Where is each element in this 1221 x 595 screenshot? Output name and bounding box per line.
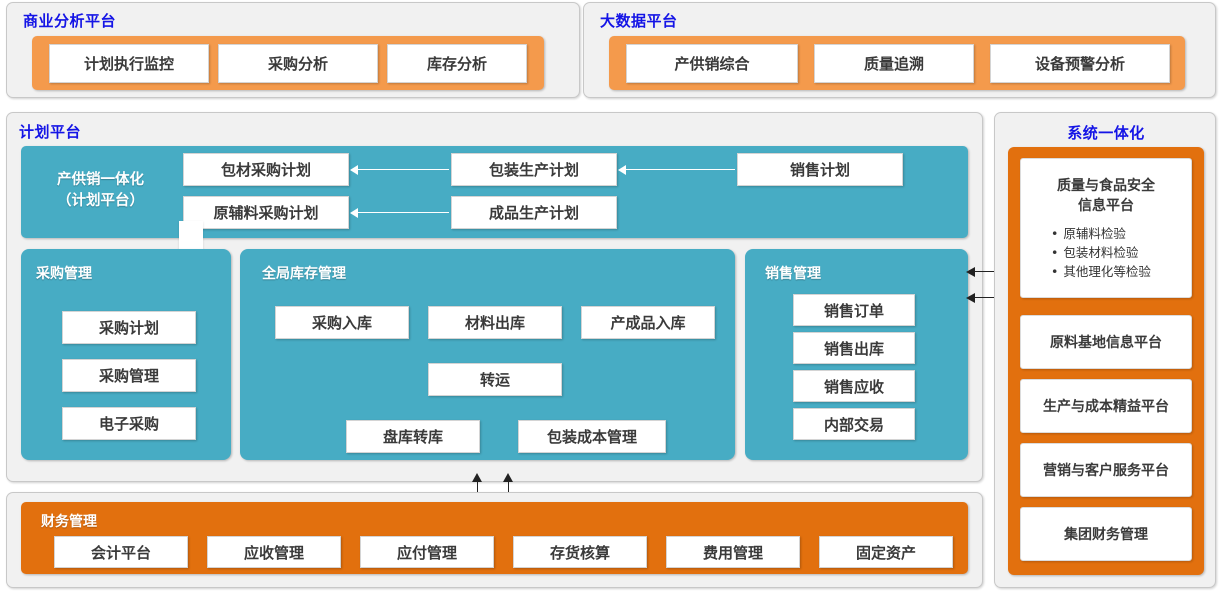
connector-packaging-plan-arrow bbox=[350, 165, 358, 175]
sales-management-band: 销售管理 销售订单 销售出库 销售应收 内部交易 bbox=[745, 249, 968, 460]
connector-sales-plan-arrow bbox=[618, 165, 626, 175]
inventory-management-title: 全局库存管理 bbox=[262, 266, 346, 282]
chip-quality-traceability[interactable]: 质量追溯 bbox=[814, 44, 974, 83]
finance-title: 财务管理 bbox=[41, 514, 97, 530]
big-data-title: 大数据平台 bbox=[600, 12, 678, 30]
business-analysis-title: 商业分析平台 bbox=[23, 12, 117, 30]
connector-raw-material-plan-line bbox=[357, 212, 449, 213]
quality-bullet-2: 其他理化等检验 bbox=[1051, 262, 1151, 281]
sales-management-title: 销售管理 bbox=[765, 266, 821, 282]
quality-bullet-1: 包装材料检验 bbox=[1051, 243, 1151, 262]
big-data-panel: 大数据平台 产供销综合 质量追溯 设备预警分析 bbox=[583, 2, 1216, 98]
chip-purchase-management[interactable]: 采购管理 bbox=[62, 359, 196, 392]
chip-packaging-cost-management[interactable]: 包装成本管理 bbox=[518, 420, 666, 453]
inventory-management-band: 全局库存管理 采购入库 材料出库 产成品入库 转运 盘库转库 包装成本管理 bbox=[240, 249, 735, 460]
procurement-management-band: 采购管理 采购计划 采购管理 电子采购 bbox=[21, 249, 231, 460]
chip-expense-management[interactable]: 费用管理 bbox=[666, 536, 800, 568]
plan-platform-title: 计划平台 bbox=[19, 123, 82, 141]
quality-platform-title-line2: 信息平台 bbox=[1078, 197, 1134, 214]
chip-sales-plan[interactable]: 销售计划 bbox=[737, 153, 903, 186]
chip-finished-goods-inbound[interactable]: 产成品入库 bbox=[581, 306, 715, 339]
chip-packaging-material-purchase-plan[interactable]: 包材采购计划 bbox=[183, 153, 349, 186]
chip-sales-order[interactable]: 销售订单 bbox=[793, 294, 915, 326]
finance-band: 财务管理 会计平台 应收管理 应付管理 存货核算 费用管理 固定资产 bbox=[21, 502, 968, 574]
chip-plan-execution-monitor[interactable]: 计划执行监控 bbox=[49, 44, 209, 83]
business-analysis-band: 计划执行监控 采购分析 库存分析 bbox=[32, 36, 544, 90]
quality-platform-title-line1: 质量与食品安全 bbox=[1057, 177, 1155, 194]
chip-production-supply-sales-overview[interactable]: 产供销综合 bbox=[626, 44, 798, 83]
chip-production-cost-lean-platform[interactable]: 生产与成本精益平台 bbox=[1020, 379, 1192, 433]
chip-raw-material-purchase-plan[interactable]: 原辅料采购计划 bbox=[183, 196, 349, 229]
chip-finished-goods-production-plan[interactable]: 成品生产计划 bbox=[451, 196, 617, 229]
connector-packaging-plan-line bbox=[357, 169, 449, 170]
chip-accounting-platform[interactable]: 会计平台 bbox=[54, 536, 188, 568]
chip-equipment-alert-analysis[interactable]: 设备预警分析 bbox=[990, 44, 1170, 83]
quality-platform-bullets: 原辅料检验 包装材料检验 其他理化等检验 bbox=[1051, 224, 1151, 281]
integrated-plan-label: 产供销一体化 （计划平台） bbox=[33, 170, 168, 212]
chip-inventory-accounting[interactable]: 存货核算 bbox=[513, 536, 647, 568]
chip-stocktake-transfer[interactable]: 盘库转库 bbox=[346, 420, 480, 453]
chip-raw-material-base-platform[interactable]: 原料基地信息平台 bbox=[1020, 315, 1192, 369]
chip-receivable-management[interactable]: 应收管理 bbox=[207, 536, 341, 568]
system-integration-band: 质量与食品安全 信息平台 原辅料检验 包装材料检验 其他理化等检验 原料基地信息… bbox=[1008, 147, 1204, 575]
chip-sales-receivable[interactable]: 销售应收 bbox=[793, 370, 915, 402]
plan-platform-panel: 计划平台 产供销一体化 （计划平台） 包材采购计划 原辅料采购计划 包装生产计划… bbox=[6, 112, 983, 482]
big-data-band: 产供销综合 质量追溯 设备预警分析 bbox=[609, 36, 1185, 90]
system-integration-panel: 系统一体化 质量与食品安全 信息平台 原辅料检验 包装材料检验 其他理化等检验 … bbox=[994, 112, 1216, 588]
chip-payable-management[interactable]: 应付管理 bbox=[360, 536, 494, 568]
chip-internal-transaction[interactable]: 内部交易 bbox=[793, 408, 915, 440]
chip-procurement-analysis[interactable]: 采购分析 bbox=[218, 44, 378, 83]
chip-material-outbound[interactable]: 材料出库 bbox=[428, 306, 562, 339]
finance-panel: 财务管理 会计平台 应收管理 应付管理 存货核算 费用管理 固定资产 bbox=[6, 492, 983, 588]
chip-transfer[interactable]: 转运 bbox=[428, 363, 562, 396]
connector-raw-material-plan-arrow bbox=[350, 208, 358, 218]
chip-group-finance-management[interactable]: 集团财务管理 bbox=[1020, 507, 1192, 561]
chip-purchase-inbound[interactable]: 采购入库 bbox=[275, 306, 409, 339]
chip-purchase-plan[interactable]: 采购计划 bbox=[62, 311, 196, 344]
quality-food-safety-platform[interactable]: 质量与食品安全 信息平台 原辅料检验 包装材料检验 其他理化等检验 bbox=[1020, 158, 1192, 298]
chip-packaging-production-plan[interactable]: 包装生产计划 bbox=[451, 153, 617, 186]
chip-marketing-customer-service-platform[interactable]: 营销与客户服务平台 bbox=[1020, 443, 1192, 497]
chip-inventory-analysis[interactable]: 库存分析 bbox=[387, 44, 527, 83]
system-integration-title: 系统一体化 bbox=[1067, 124, 1145, 142]
integrated-plan-band: 产供销一体化 （计划平台） 包材采购计划 原辅料采购计划 包装生产计划 成品生产… bbox=[21, 146, 968, 238]
chip-e-procurement[interactable]: 电子采购 bbox=[62, 407, 196, 440]
chip-sales-outbound[interactable]: 销售出库 bbox=[793, 332, 915, 364]
chip-fixed-assets[interactable]: 固定资产 bbox=[819, 536, 953, 568]
connector-sales-plan-line bbox=[625, 169, 735, 170]
integrated-plan-label-line1: 产供销一体化 bbox=[57, 172, 144, 188]
procurement-management-title: 采购管理 bbox=[36, 266, 92, 282]
business-analysis-panel: 商业分析平台 计划执行监控 采购分析 库存分析 bbox=[6, 2, 580, 98]
integrated-plan-label-line2: （计划平台） bbox=[57, 193, 144, 209]
quality-bullet-0: 原辅料检验 bbox=[1051, 224, 1151, 243]
